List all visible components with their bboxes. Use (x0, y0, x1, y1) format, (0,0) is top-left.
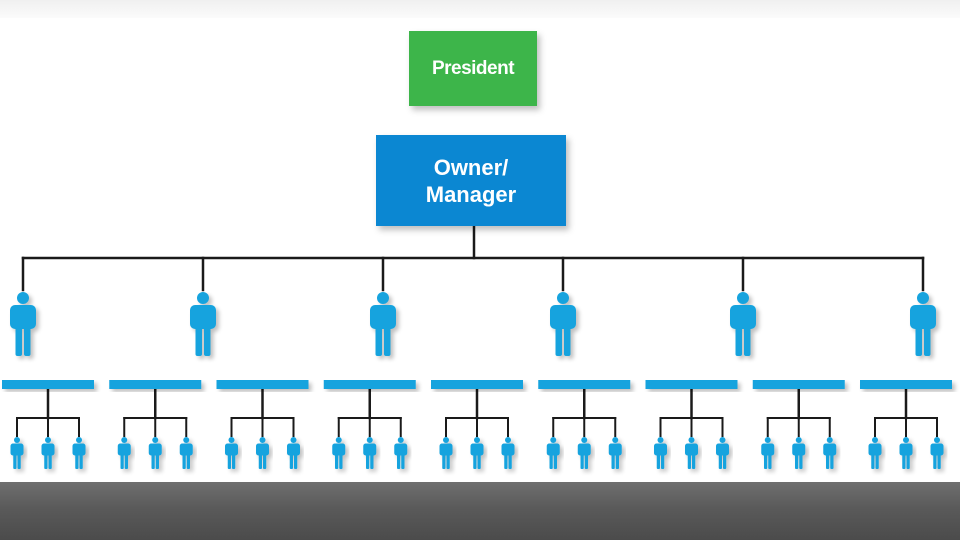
person-icon (823, 437, 837, 469)
group-header-bar (860, 380, 952, 389)
person-icon (256, 437, 269, 469)
person-icon (716, 437, 729, 469)
level2-groups (2, 380, 952, 469)
person-icon (899, 437, 913, 469)
connector-lines (16, 224, 938, 437)
person-icon (190, 292, 216, 356)
person-icon (10, 292, 36, 356)
group-header-bar (216, 380, 309, 389)
floor-band (0, 482, 960, 540)
manager-label: Manager (425, 181, 517, 207)
person-icon (287, 437, 300, 469)
person-icon (439, 437, 453, 469)
person-icon (868, 437, 882, 469)
person-icon (10, 437, 24, 469)
person-icon (608, 437, 622, 469)
top-strip (0, 0, 960, 18)
level1-people (10, 292, 936, 356)
person-icon (546, 437, 560, 469)
president-box: President (409, 31, 537, 106)
person-icon (332, 437, 346, 469)
owner-manager-box: Owner/ Manager (376, 135, 566, 226)
person-icon (370, 292, 396, 356)
group-header-bar (2, 380, 94, 389)
person-icon (910, 292, 936, 356)
person-icon (225, 437, 238, 469)
person-icon (394, 437, 408, 469)
president-label: President (431, 57, 515, 79)
person-icon (730, 292, 756, 356)
person-icon (761, 437, 775, 469)
person-icon (470, 437, 484, 469)
person-icon (654, 437, 667, 469)
person-icon (685, 437, 698, 469)
group-header-bar (752, 380, 845, 389)
person-icon (930, 437, 944, 469)
person-icon (41, 437, 55, 469)
person-icon (148, 437, 162, 469)
group-header-bar (323, 380, 416, 389)
person-icon (72, 437, 86, 469)
person-icon (363, 437, 377, 469)
group-header-bar (538, 380, 631, 389)
owner-label: Owner/ (433, 154, 509, 180)
group-header-bar (645, 380, 738, 389)
group-header-bar (109, 380, 202, 389)
person-icon (550, 292, 576, 356)
group-header-bar (431, 380, 523, 389)
person-icon (792, 437, 806, 469)
person-icon (501, 437, 515, 469)
person-icon (577, 437, 591, 469)
person-icon (179, 437, 193, 469)
person-icon (117, 437, 131, 469)
